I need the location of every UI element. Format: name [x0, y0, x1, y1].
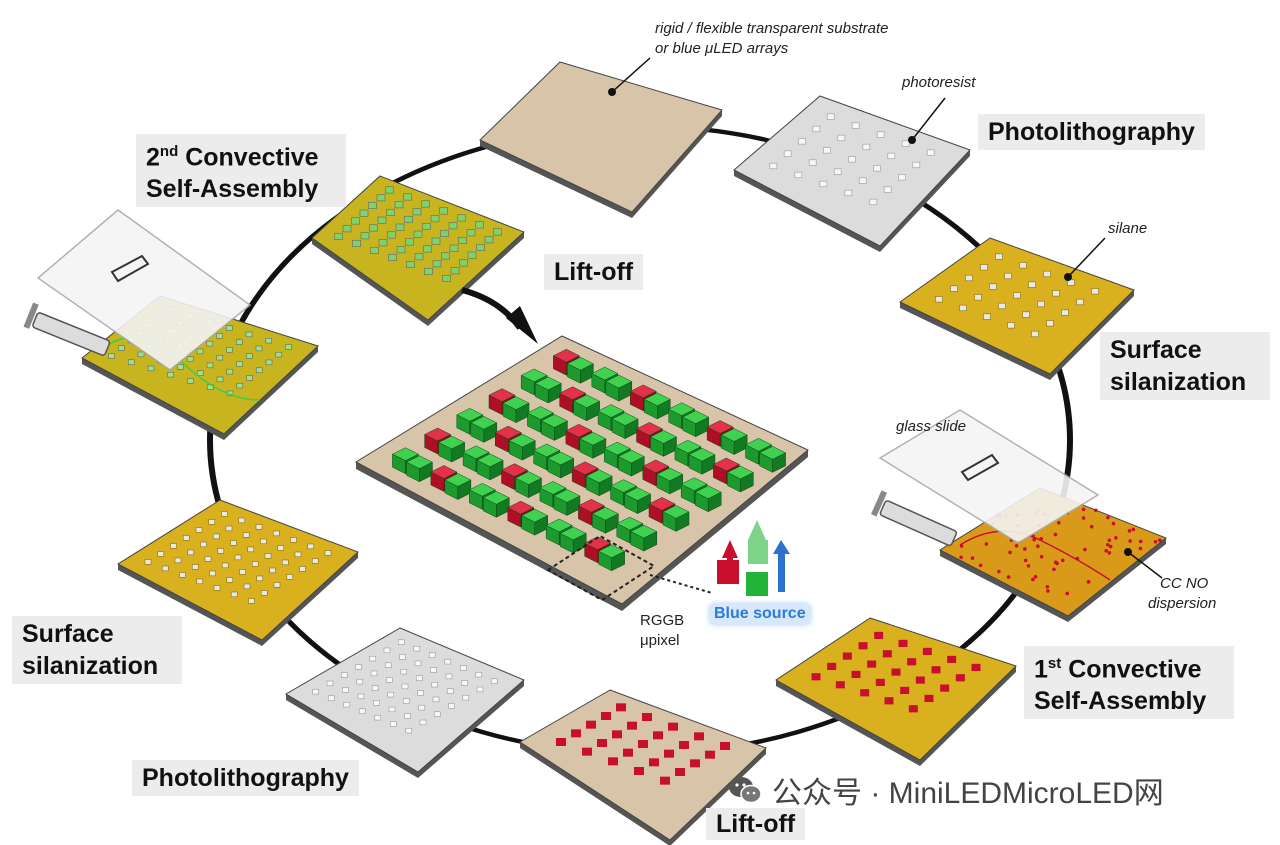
wechat-icon: [728, 775, 762, 805]
photoresist-note: photoresist: [902, 74, 975, 92]
blue-source-label: Blue source: [710, 604, 810, 624]
plate-substrate: [480, 62, 722, 218]
label-surface-silanization-right: Surface silanization: [1100, 332, 1270, 400]
label-photolithography-bottom: Photolithography: [132, 760, 359, 796]
glass-slide-note: glass slide: [896, 418, 966, 436]
silane-note: silane: [1108, 220, 1147, 238]
watermark: 公众号 · MiniLEDMicroLED网: [728, 768, 1164, 812]
substrate-note-line1: rigid / flexible transparent substrate: [655, 20, 888, 38]
label-1st-num: 1: [1034, 655, 1048, 683]
rggb-note-line1: RGGB: [640, 611, 684, 630]
plate-silanization-right: [900, 238, 1134, 380]
label-2nd-convective: 2nd Convective Self-Assembly: [136, 134, 346, 207]
plate-photolithography-top: [734, 96, 970, 252]
label-surface-silanization-left: Surface silanization: [12, 616, 182, 684]
label-lift-off-bottom: Lift-off: [706, 808, 805, 840]
substrate-note-line2: or blue μLED arrays: [655, 40, 788, 58]
rgb-emission-pixel: [717, 520, 790, 596]
label-1st-sup: st: [1048, 655, 1061, 672]
label-2nd-sup: nd: [160, 143, 178, 160]
label-lift-off-top: Lift-off: [544, 254, 643, 290]
lift-off-arrow: [462, 290, 538, 344]
label-1st-convective: 1st Convective Self-Assembly: [1024, 646, 1234, 719]
ccno-note-line1: CC NO: [1160, 575, 1208, 593]
watermark-text: 公众号 · MiniLEDMicroLED网: [772, 768, 1164, 812]
label-photolithography-top: Photolithography: [978, 114, 1205, 150]
syringe-right: [871, 490, 957, 546]
label-2nd-num: 2: [146, 143, 160, 171]
ccno-note-line2: dispersion: [1148, 595, 1216, 613]
rggb-pixel-array: [356, 336, 808, 611]
plate-red-array-right: [776, 618, 1016, 766]
rggb-note-line2: μpixel: [640, 631, 680, 650]
